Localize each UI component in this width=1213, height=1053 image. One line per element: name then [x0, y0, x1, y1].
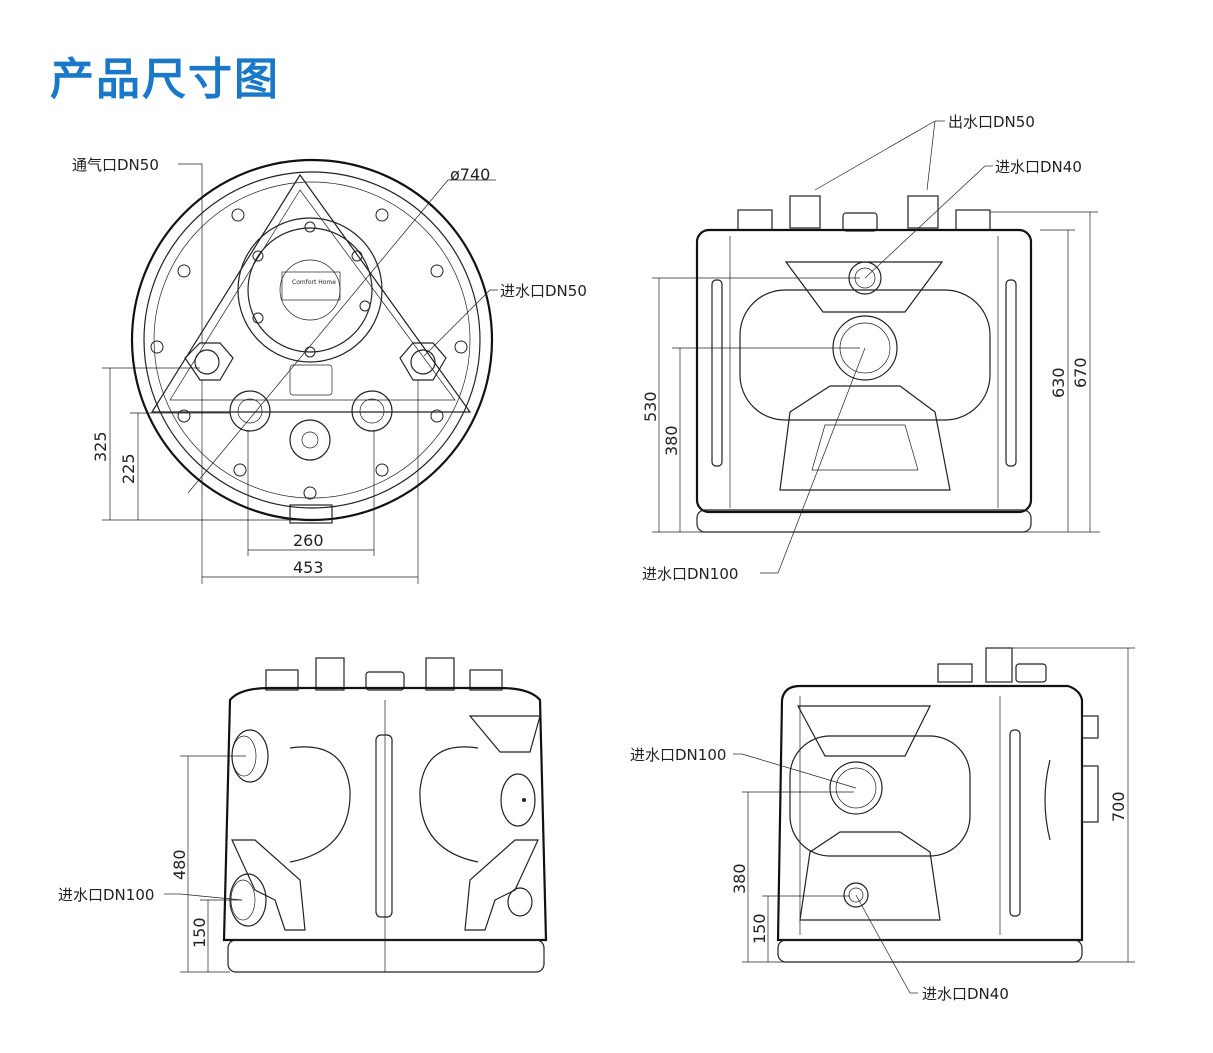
label-vent-dn50: 通气口DN50	[72, 156, 159, 174]
back-view	[733, 647, 1135, 994]
dim-630: 630	[1049, 367, 1068, 398]
label-inlet-dn100-side: 进水口DN100	[58, 886, 154, 904]
page-title: 产品尺寸图	[50, 54, 280, 105]
dim-380-back: 380	[730, 863, 749, 894]
label-inlet-dn100-front: 进水口DN100	[642, 565, 738, 583]
label-diameter: ø740	[450, 165, 490, 184]
front-view	[652, 120, 1100, 574]
logo-text: Comfort Home	[292, 279, 336, 286]
dim-150-side: 150	[190, 917, 209, 948]
dim-530: 530	[641, 391, 660, 422]
top-view	[102, 158, 498, 584]
label-inlet-dn40: 进水口DN40	[995, 158, 1082, 176]
label-inlet-dn40-back: 进水口DN40	[922, 985, 1009, 1003]
dim-670: 670	[1071, 357, 1090, 388]
dim-700: 700	[1109, 791, 1128, 822]
label-outlet-dn50: 出水口DN50	[948, 113, 1035, 131]
dim-453: 453	[293, 558, 324, 577]
dim-380: 380	[662, 425, 681, 456]
dim-225: 225	[119, 453, 138, 484]
dim-150-back: 150	[750, 913, 769, 944]
dim-480: 480	[170, 849, 189, 880]
dim-325: 325	[91, 431, 110, 462]
side-view	[164, 657, 548, 973]
label-inlet-dn50: 进水口DN50	[500, 282, 587, 300]
dim-260: 260	[293, 531, 324, 550]
label-inlet-dn100-back: 进水口DN100	[630, 746, 726, 764]
